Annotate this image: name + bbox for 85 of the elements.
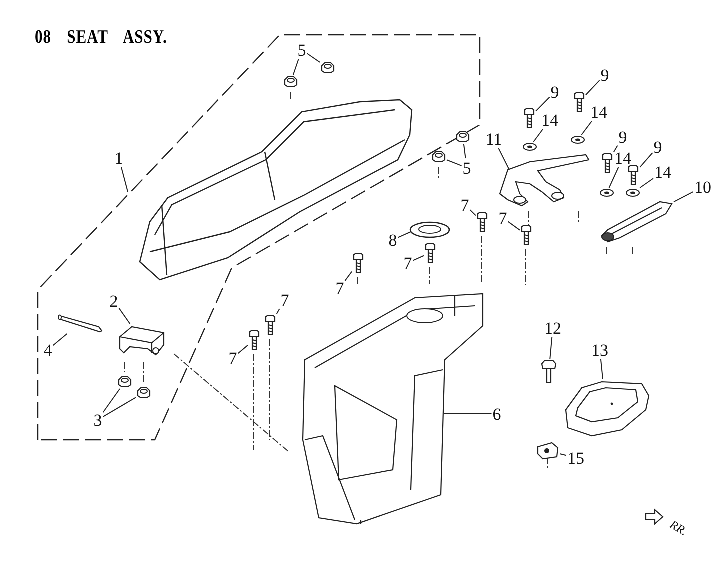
knob-bolt-drawing xyxy=(541,360,557,383)
leader-line xyxy=(498,148,510,170)
grab-handle-drawing xyxy=(498,154,590,207)
callout-number: 1 xyxy=(114,150,124,166)
callout-number: 14 xyxy=(654,164,672,180)
bolt-drawing xyxy=(602,153,613,173)
hex-nut-drawing xyxy=(456,131,470,143)
callout-number: 2 xyxy=(110,292,118,310)
callout-number: 5 xyxy=(462,160,472,176)
bolt-drawing xyxy=(249,330,260,350)
callout-number: 10 xyxy=(694,178,712,196)
callout-number: 15 xyxy=(568,450,584,466)
washer-drawing xyxy=(626,189,640,197)
leader-line xyxy=(446,160,462,166)
callout-number: 7 xyxy=(498,210,508,226)
hex-nut-drawing xyxy=(432,151,446,163)
washer-drawing xyxy=(523,143,537,151)
callout-number: 14 xyxy=(614,150,632,166)
bolt-drawing xyxy=(524,108,535,128)
bolt-drawing xyxy=(353,253,364,273)
title: 08 SEAT ASSY. xyxy=(35,27,168,49)
callout-number: 14 xyxy=(542,112,558,128)
leader-line xyxy=(608,167,620,188)
hinge-pin-drawing xyxy=(58,312,104,333)
leader-line xyxy=(536,96,550,112)
leader-line xyxy=(121,167,128,192)
leader-line xyxy=(508,221,520,231)
leader-line xyxy=(276,308,280,314)
leader-line xyxy=(586,80,600,96)
leader-line xyxy=(470,210,476,216)
callout-number: 6 xyxy=(492,406,502,422)
leader-line xyxy=(292,59,300,76)
leader-line xyxy=(398,232,412,238)
callout-number: 13 xyxy=(592,342,608,358)
leader-line xyxy=(118,308,131,324)
hex-nut-drawing xyxy=(137,387,151,399)
leader-line xyxy=(344,271,352,282)
hex-nut-drawing xyxy=(284,76,298,88)
bolt-drawing xyxy=(628,165,639,185)
bolt-drawing xyxy=(521,225,532,245)
bolt-drawing xyxy=(265,315,276,335)
leader-line xyxy=(463,144,466,159)
direction-label: RR. xyxy=(668,518,690,538)
callout-number: 7 xyxy=(228,350,238,366)
grab-handle-drawing xyxy=(600,200,673,243)
leader-line xyxy=(550,337,553,360)
callout-number: 9 xyxy=(654,138,662,156)
leader-line xyxy=(581,121,592,136)
callout-number: 14 xyxy=(590,104,608,120)
callout-number: 9 xyxy=(550,84,560,100)
leader-line xyxy=(412,255,424,262)
bolt-drawing xyxy=(425,243,436,263)
hex-nut-drawing xyxy=(321,62,335,74)
leader-line xyxy=(306,53,320,63)
leader-line xyxy=(614,145,618,153)
callout-number: 4 xyxy=(44,342,52,358)
washer-drawing xyxy=(600,189,614,197)
callout-number: 9 xyxy=(600,66,610,84)
callout-number: 7 xyxy=(460,196,470,214)
callout-number: 5 xyxy=(298,42,306,58)
rubber-ring-drawing xyxy=(410,222,450,238)
callout-number: 9 xyxy=(618,128,628,146)
leader-line xyxy=(238,344,248,354)
leader-line xyxy=(560,454,567,456)
leader-line xyxy=(674,191,694,203)
callout-number: 7 xyxy=(280,292,290,308)
leader-line xyxy=(102,388,121,414)
callout-number: 8 xyxy=(388,232,398,248)
leader-line xyxy=(533,129,544,142)
leader-line xyxy=(640,178,654,188)
clip-nut-drawing xyxy=(537,442,559,460)
leader-line xyxy=(600,359,604,380)
callout-number: 12 xyxy=(544,320,562,336)
leader-line xyxy=(102,397,136,418)
washer-drawing xyxy=(571,136,585,144)
bolt-drawing xyxy=(574,92,585,112)
callout-number: 3 xyxy=(94,412,102,428)
leader-line xyxy=(640,152,654,168)
hex-nut-drawing xyxy=(118,376,132,388)
hinge-bracket-drawing xyxy=(118,325,167,358)
callout-number: 11 xyxy=(486,130,502,148)
callout-number: 7 xyxy=(404,254,412,272)
leader-line xyxy=(52,334,68,346)
bolt-drawing xyxy=(477,212,488,232)
callout-number: 7 xyxy=(336,280,344,296)
